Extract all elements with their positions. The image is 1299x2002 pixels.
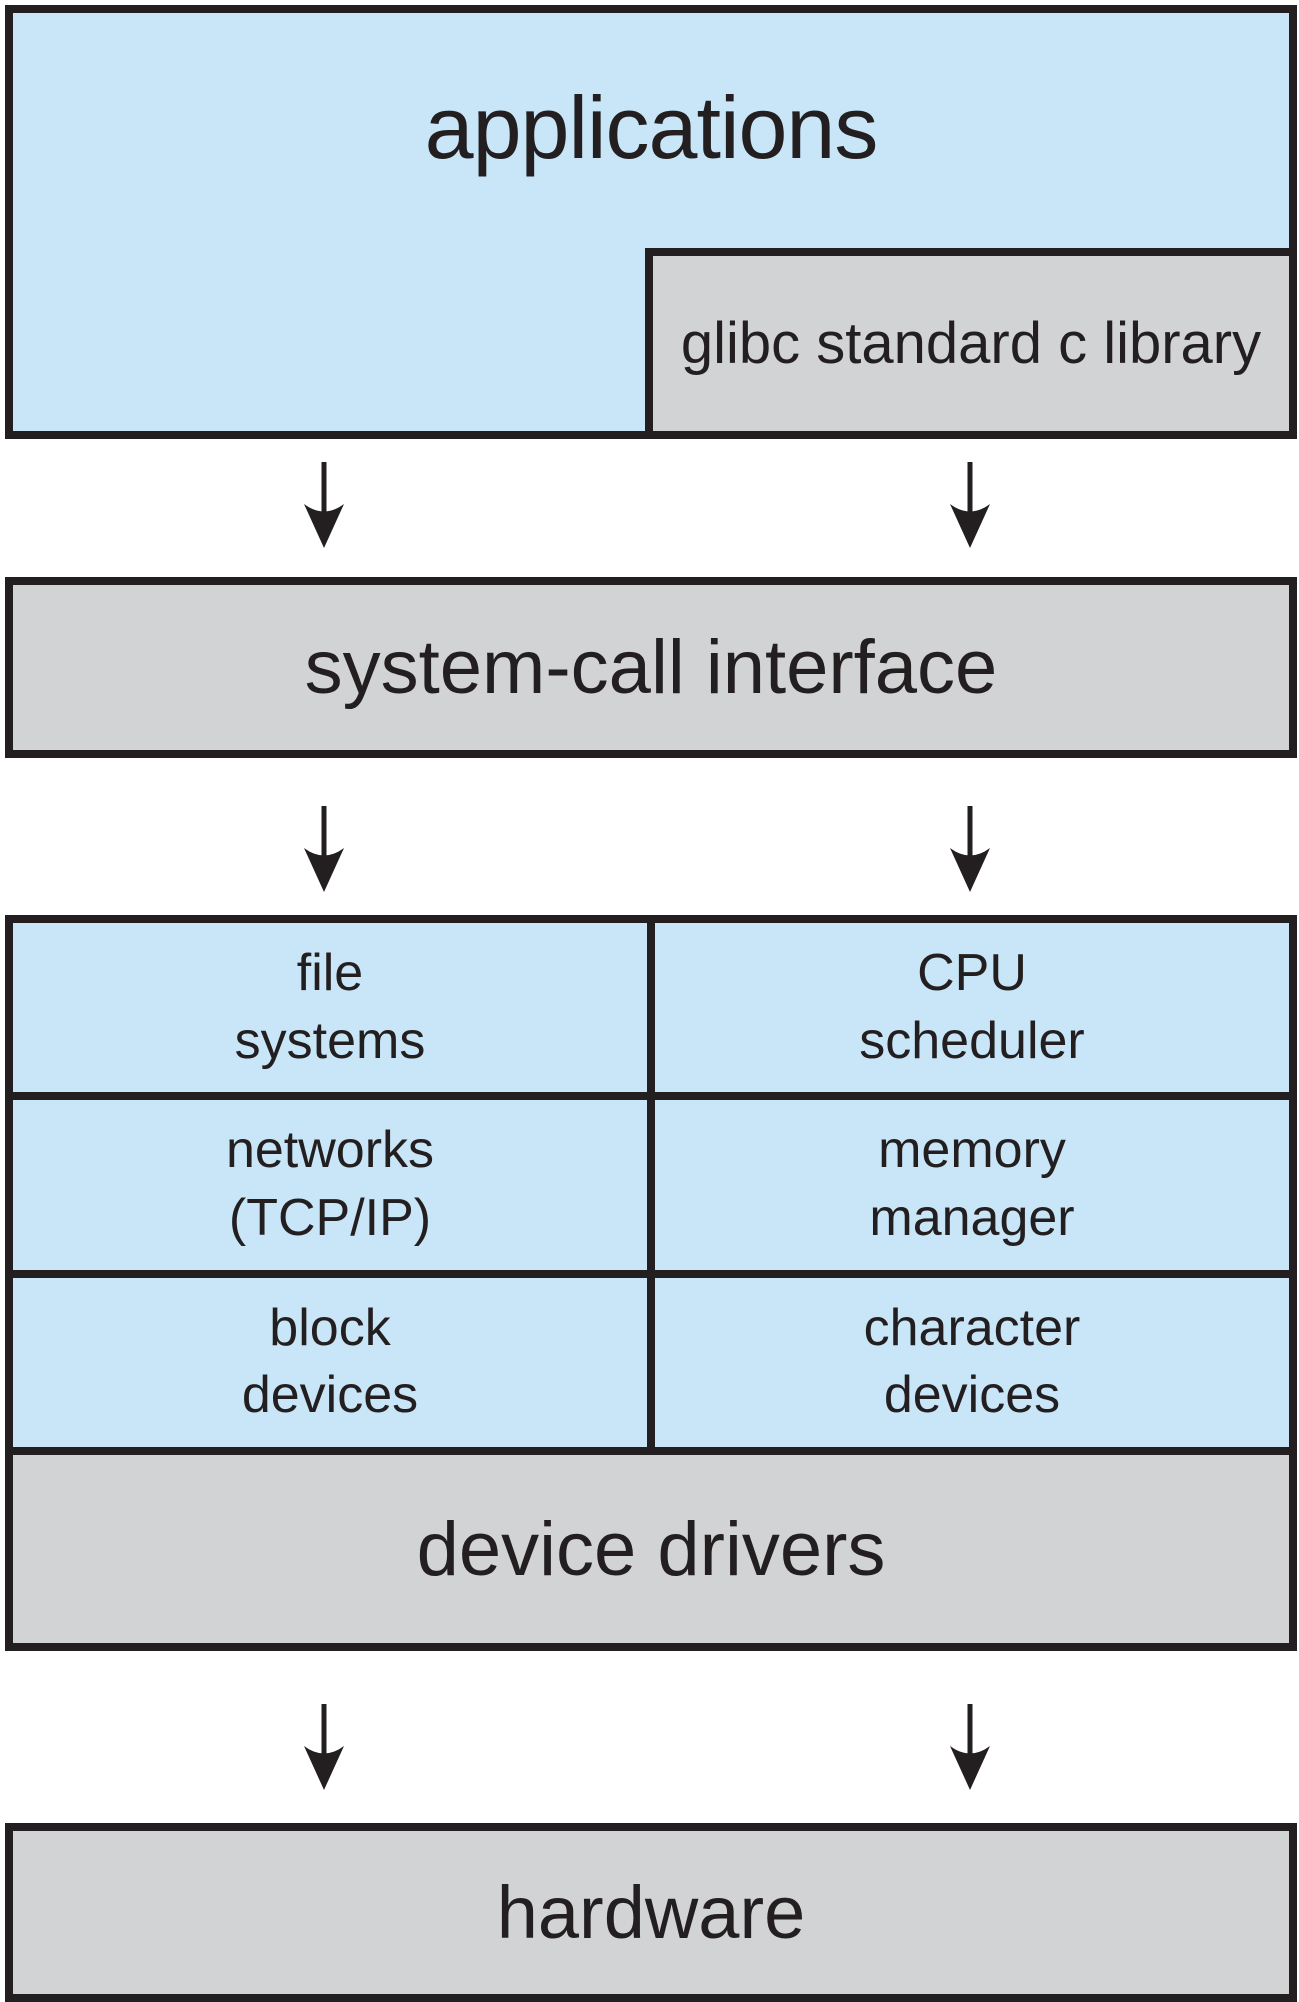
- down-arrow-icon: [304, 806, 344, 892]
- hardware-box: hardware: [5, 1823, 1297, 2002]
- down-arrow-icon: [304, 1704, 344, 1790]
- down-arrow-icon: [950, 806, 990, 892]
- kernel-cell-cpu-scheduler: CPU scheduler: [655, 923, 1289, 1093]
- device-drivers-box: device drivers: [5, 1447, 1297, 1651]
- hardware-label: hardware: [496, 1871, 806, 1954]
- system-call-interface-box: system-call interface: [5, 577, 1297, 758]
- kernel-subsystems-grid: file systems CPU scheduler networks (TCP…: [5, 915, 1297, 1455]
- glibc-box: glibc standard c library: [645, 248, 1297, 439]
- kernel-cell-networks: networks (TCP/IP): [13, 1100, 647, 1270]
- glibc-label: glibc standard c library: [680, 311, 1262, 376]
- down-arrow-icon: [950, 1704, 990, 1790]
- kernel-cell-memory-manager: memory manager: [655, 1100, 1289, 1270]
- kernel-cell-file-systems: file systems: [13, 923, 647, 1093]
- system-call-interface-label: system-call interface: [304, 625, 998, 710]
- kernel-cell-character-devices: character devices: [655, 1277, 1289, 1447]
- kernel-cell-block-devices: block devices: [13, 1277, 647, 1447]
- device-drivers-label: device drivers: [416, 1506, 886, 1592]
- down-arrow-icon: [304, 462, 344, 548]
- down-arrow-icon: [950, 462, 990, 548]
- applications-label: applications: [424, 78, 879, 177]
